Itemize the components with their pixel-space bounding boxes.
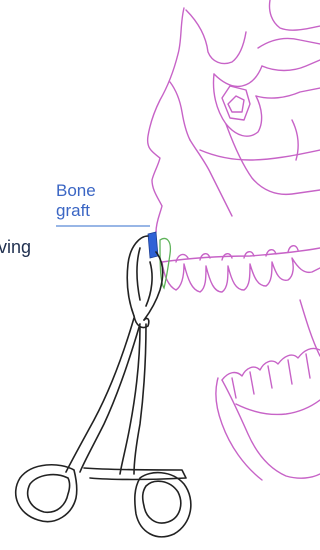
upper-teeth [162,258,320,292]
forceps-ratchet [84,468,186,480]
zygomatic-arch [258,38,320,48]
orbit-upper [186,10,246,64]
skull-outline [148,0,320,480]
maxilla-window [222,86,250,120]
lower-teeth [222,348,320,380]
zygoma [214,74,262,136]
bone-graft-label-line2: graft [56,201,96,221]
forceps-ring-right-inner [143,481,181,523]
mandible-inner [236,400,320,415]
bone-graft-label-line1: Bone [56,181,96,201]
infraorbital-line [262,60,320,71]
nasal-bone [170,82,190,140]
palate-line [200,150,320,160]
chin-contour [216,378,262,480]
mandible [222,380,320,478]
forceps-icon [16,236,191,537]
orbit-lower [214,66,262,86]
cheek-contour [256,88,320,98]
graft-block [148,232,158,258]
forceps-shank-right-inner [120,326,140,474]
forceps-ring-left-inner [28,475,70,513]
facial-profile [148,8,184,232]
temporal-line [269,0,320,30]
bone-graft-label: Bone graft [56,181,96,221]
maxilla-base [190,140,232,216]
pterygoid [292,120,298,160]
truncated-side-text: ving [0,236,31,258]
sinus-inner [228,96,244,112]
ramus [300,300,320,356]
forceps-shank-left-inner [80,324,140,472]
forceps-shank-left [66,318,134,472]
